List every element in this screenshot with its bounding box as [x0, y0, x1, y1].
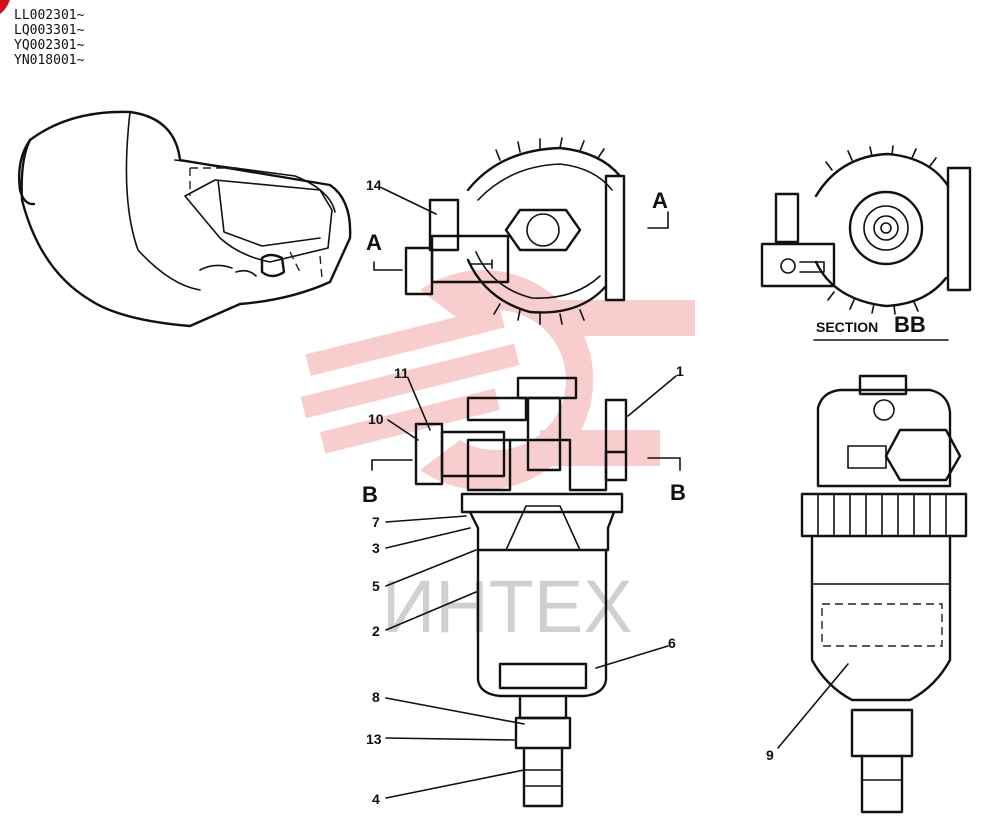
- serial-number: YQ002301~: [14, 38, 85, 53]
- top-view: [404, 137, 626, 325]
- callout-13: 13: [366, 731, 382, 747]
- leader-lines: [381, 187, 849, 799]
- callout-2: 2: [372, 623, 380, 639]
- callout-9: 9: [766, 747, 774, 763]
- filter-side-view: [800, 374, 968, 814]
- serial-number: LQ003301~: [14, 23, 85, 38]
- section-b-right: B: [670, 480, 686, 505]
- section-b-left: B: [362, 482, 378, 507]
- callout-10: 10: [368, 411, 384, 427]
- callout-1: 1: [676, 363, 684, 379]
- section-arrows: [371, 211, 681, 471]
- callout-3: 3: [372, 540, 380, 556]
- watermark-text: ИНТЕХ: [382, 565, 633, 648]
- section-caption-suffix: BB: [894, 312, 926, 337]
- section-a-left: A: [366, 230, 382, 255]
- filter-cross-section: [414, 376, 628, 808]
- machine-overview: [17, 110, 352, 328]
- section-a-right: A: [652, 188, 668, 213]
- section-caption-prefix: SECTION: [816, 319, 878, 335]
- corner-mark: [0, 0, 10, 14]
- callout-11: 11: [394, 365, 409, 381]
- callout-4: 4: [372, 791, 380, 807]
- serial-number: YN018001~: [14, 53, 85, 68]
- callout-8: 8: [372, 689, 380, 705]
- serial-number-list: LL002301~ LQ003301~ YQ002301~ YN018001~: [14, 8, 84, 68]
- serial-number: LL002301~: [14, 8, 85, 23]
- callout-7: 7: [372, 514, 380, 530]
- callout-5: 5: [372, 578, 380, 594]
- callout-14: 14: [366, 177, 382, 193]
- callout-6: 6: [668, 635, 676, 651]
- section-bb-view: SECTION BB: [760, 145, 972, 341]
